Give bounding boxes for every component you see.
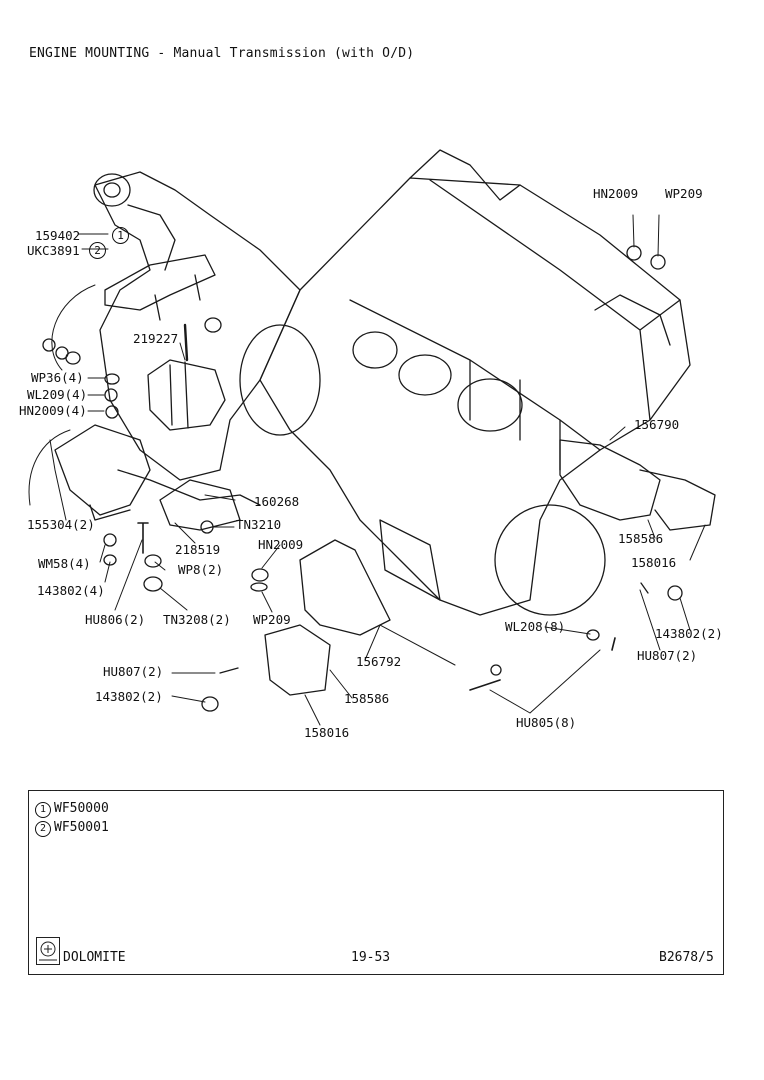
leader-lines xyxy=(28,214,706,726)
callout-158016-right: 158016 xyxy=(631,555,677,570)
gearbox-outline xyxy=(93,171,321,481)
rear-mount-assembly xyxy=(54,254,261,531)
callout-160268: 160268 xyxy=(254,494,300,509)
front-mount-brackets xyxy=(264,439,716,696)
callout-tn3208: TN3208(2) xyxy=(163,612,231,627)
marker-2: 2 xyxy=(89,242,106,259)
callout-218519: 218519 xyxy=(175,542,221,557)
page-title: ENGINE MOUNTING - Manual Transmission (w… xyxy=(29,46,415,61)
callout-156790: 156790 xyxy=(634,417,680,432)
page-number: 19-53 xyxy=(351,950,391,965)
legend-text-2: WF50001 xyxy=(54,820,109,835)
callout-wl209: WL209(4) xyxy=(27,387,88,402)
leyland-logo-icon xyxy=(36,937,60,965)
drawing-reference: B2678/5 xyxy=(659,950,714,965)
callout-hu805: HU805(8) xyxy=(516,715,577,730)
callout-wp36: WP36(4) xyxy=(31,370,84,385)
callout-159402: 159402 xyxy=(35,228,81,243)
callout-hn2009-4: HN2009(4) xyxy=(19,403,87,418)
marker-1: 1 xyxy=(112,227,129,244)
legend-text-1: WF50000 xyxy=(54,801,109,816)
callout-wp8: WP8(2) xyxy=(178,562,224,577)
callout-tn3210: TN3210 xyxy=(236,517,282,532)
callout-143802-right: 143802(2) xyxy=(655,626,723,641)
legend-marker-2: 2 xyxy=(35,821,51,837)
callout-hu806: HU806(2) xyxy=(85,612,146,627)
callout-wl208: WL208(8) xyxy=(505,619,566,634)
callout-hn2009-mid: HN2009 xyxy=(258,537,304,552)
callout-hu807-right: HU807(2) xyxy=(637,648,698,663)
washers-and-nuts xyxy=(42,245,683,712)
callout-156792: 156792 xyxy=(356,654,402,669)
callout-158586-right: 158586 xyxy=(618,531,664,546)
callout-wp209-mid: WP209 xyxy=(253,612,291,627)
callout-wp209: WP209 xyxy=(665,186,703,201)
legend-marker-1: 1 xyxy=(35,802,51,818)
engine-block-outline xyxy=(259,149,691,616)
callout-219227: 219227 xyxy=(133,331,179,346)
callout-158586-left: 158586 xyxy=(344,691,390,706)
callout-143802-left: 143802(2) xyxy=(95,689,163,704)
callout-hu807-left: HU807(2) xyxy=(103,664,164,679)
callout-143802-4: 143802(4) xyxy=(37,583,105,598)
callout-155304: 155304(2) xyxy=(27,517,95,532)
model-name: DOLOMITE xyxy=(63,950,126,965)
callout-158016-left: 158016 xyxy=(304,725,350,740)
callout-ukc3891: UKC3891 xyxy=(27,243,80,258)
callout-wm58: WM58(4) xyxy=(38,556,91,571)
callout-hn2009: HN2009 xyxy=(593,186,639,201)
